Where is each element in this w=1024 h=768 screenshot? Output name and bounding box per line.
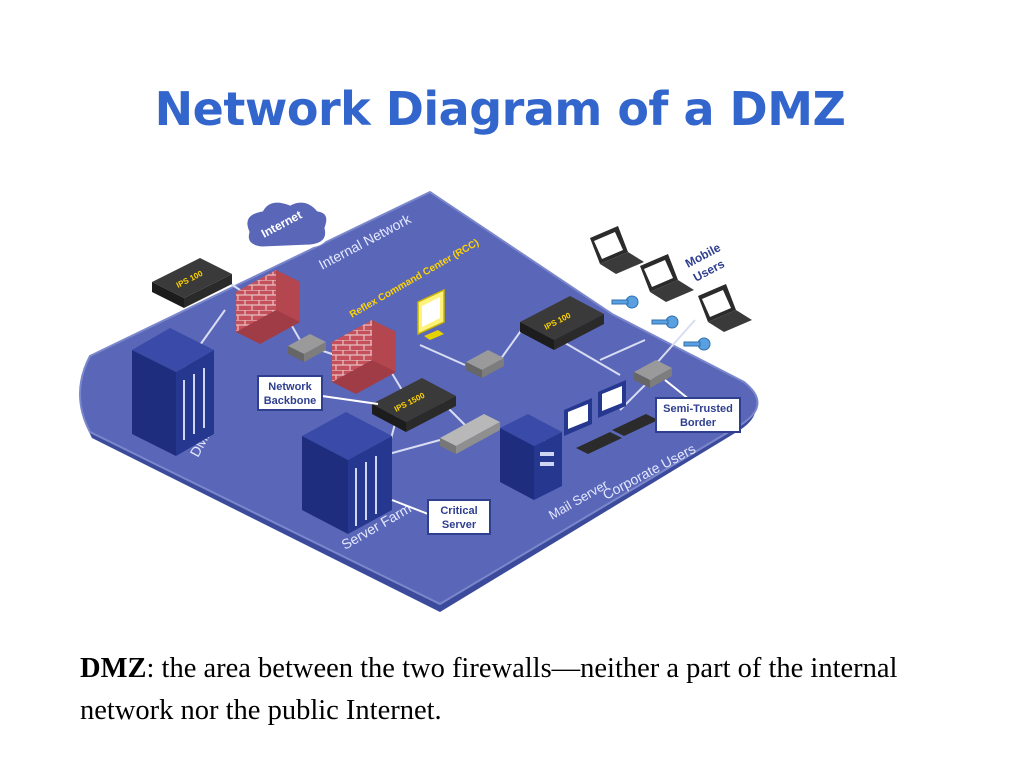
inner-firewall-icon xyxy=(332,320,396,394)
switch-icon xyxy=(440,414,500,454)
mobile-laptop-icon-1 xyxy=(590,226,644,274)
ips-center-device: IPS 1500 xyxy=(372,378,456,432)
vpn-key-icon-1 xyxy=(611,295,639,309)
caption-term: DMZ xyxy=(80,653,147,684)
mail-server-icon xyxy=(500,414,562,500)
corporate-user-desktop-icon xyxy=(564,398,622,454)
router-icon-left xyxy=(288,334,326,362)
dmz-definition-caption: DMZ: the area between the two firewalls—… xyxy=(80,648,940,732)
mobile-laptop-icon-2 xyxy=(640,254,694,302)
critical-server-icon xyxy=(302,412,392,534)
rcc-monitor-icon xyxy=(417,288,445,340)
critical-server-line1: Critical xyxy=(440,505,477,517)
vpn-key-icon-3 xyxy=(683,337,711,351)
critical-server-callout: Critical Server xyxy=(391,499,491,535)
router-icon-center xyxy=(466,350,504,378)
outer-firewall-icon xyxy=(236,270,300,344)
network-backbone-line2: Backbone xyxy=(264,395,317,407)
network-backbone-callout: Network Backbone xyxy=(257,375,379,411)
network-backbone-line1: Network xyxy=(268,381,312,393)
ips-top-device: IPS 100 xyxy=(152,258,232,308)
slide-title: Network Diagram of a DMZ xyxy=(154,82,846,136)
internet-cloud-icon: Internet xyxy=(244,199,330,250)
semi-trusted-line2: Border xyxy=(680,417,717,429)
caption-separator: : xyxy=(146,653,162,684)
corporate-user-desktop-icon-2 xyxy=(598,380,658,436)
vpn-key-icon-2 xyxy=(651,315,679,329)
mobile-laptop-icon-3 xyxy=(698,284,752,332)
caption-definition: the area between the two firewalls—neith… xyxy=(80,653,898,726)
semi-trusted-border-callout: Semi-Trusted Border xyxy=(655,379,741,433)
dmz-server-icon xyxy=(132,328,214,456)
critical-server-line2: Server xyxy=(442,519,477,531)
semi-trusted-line1: Semi-Trusted xyxy=(663,403,733,415)
router-icon-right xyxy=(634,360,672,388)
ips-right-device: IPS 100 xyxy=(520,296,604,350)
